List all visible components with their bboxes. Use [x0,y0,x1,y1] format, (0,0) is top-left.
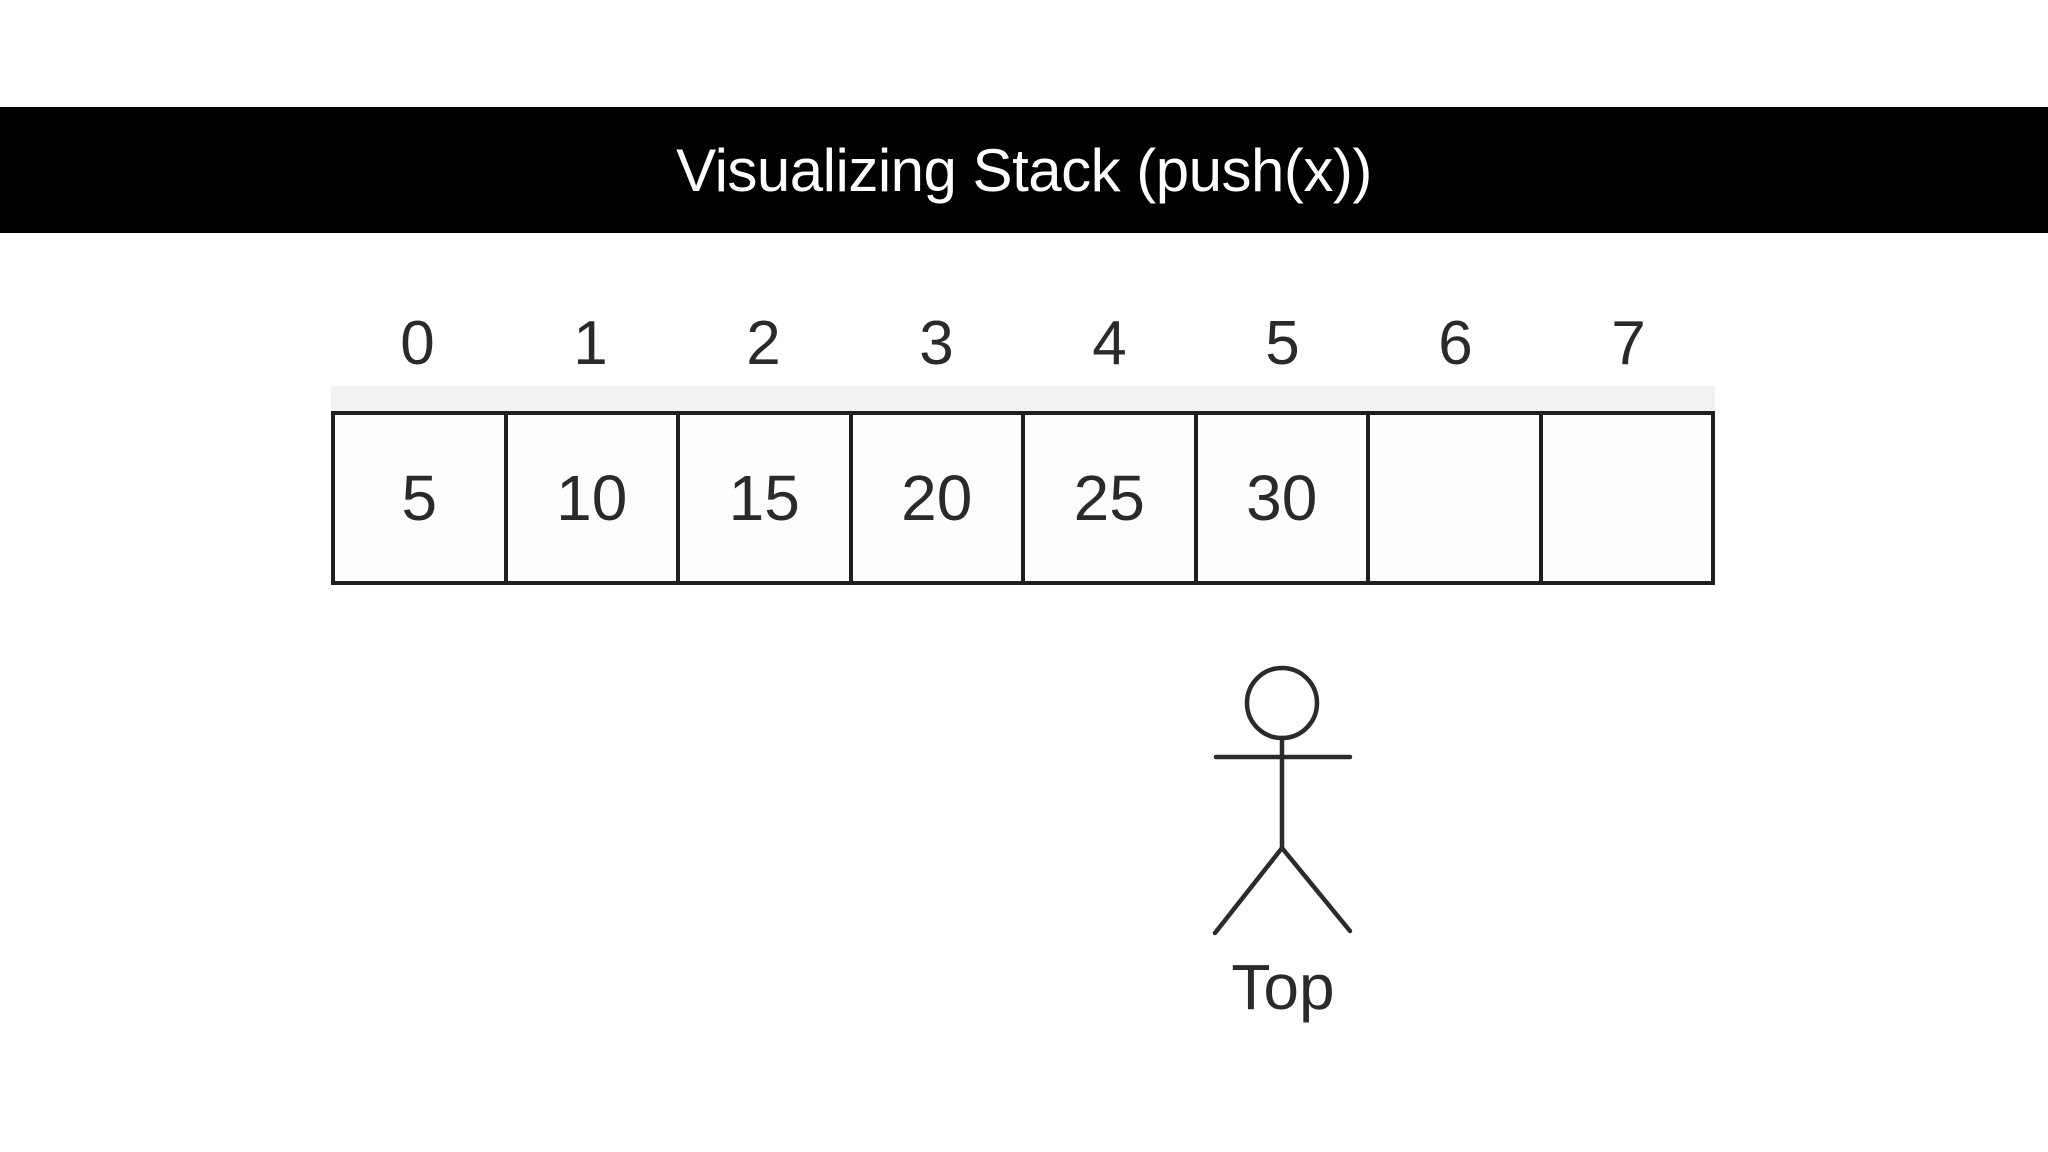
array-cell-3: 20 [852,415,1025,581]
array-index-label-5: 5 [1265,309,1300,378]
array-cell-6 [1370,415,1543,581]
title-banner: Visualizing Stack (push(x)) [0,107,2048,233]
array-index-label-0: 0 [400,309,435,378]
top-pointer-label: Top [1231,951,1335,1023]
array-cell-4: 25 [1025,415,1198,581]
array-cell-2: 15 [680,415,853,581]
array-index-label-1: 1 [573,309,608,378]
stack-array: 5 10 15 20 25 30 [331,411,1715,585]
array-index-label-6: 6 [1438,309,1473,378]
array-cell-1: 10 [507,415,680,581]
array-index-label-3: 3 [919,309,954,378]
array-index-label-7: 7 [1611,309,1646,378]
array-cell-5: 30 [1197,415,1370,581]
array-cell-0: 5 [335,415,508,581]
shading-band [331,386,1715,411]
array-index-row: 0 1 2 3 4 5 6 7 [331,308,1715,380]
array-index-label-2: 2 [746,309,781,378]
array-cell-7 [1542,415,1711,581]
stick-figure-icon [1212,665,1353,936]
page-title: Visualizing Stack (push(x)) [676,136,1372,204]
array-index-label-4: 4 [1092,309,1127,378]
